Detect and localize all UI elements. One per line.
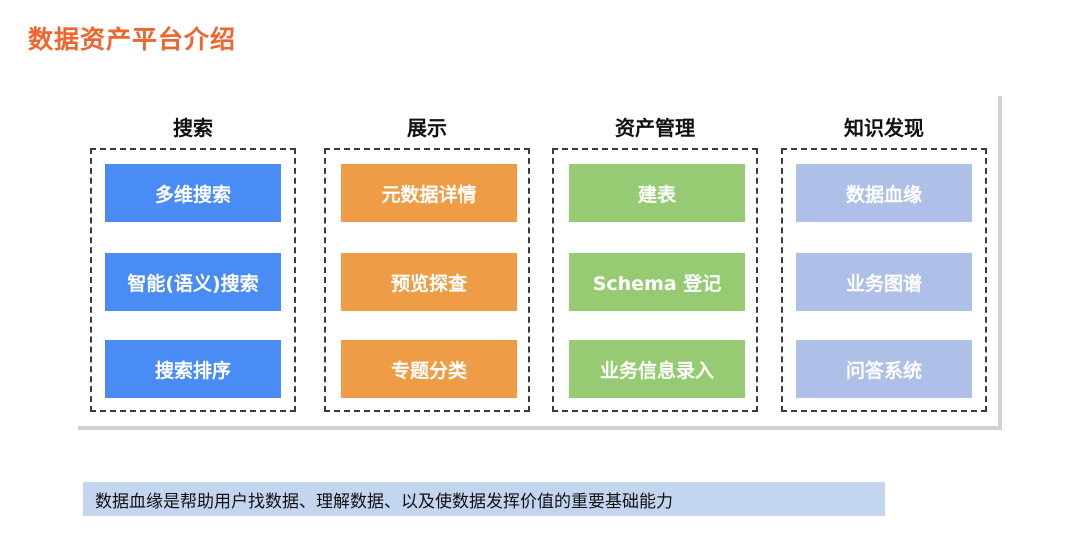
column-header-asset-management: 资产管理 bbox=[615, 116, 695, 140]
page-title: 数据资产平台介绍 bbox=[28, 25, 237, 54]
box-data-lineage: 数据血缘 bbox=[796, 164, 972, 222]
group-search: 多维搜索 智能(语义)搜索 搜索排序 bbox=[90, 148, 296, 412]
box-schema-register: Schema 登记 bbox=[569, 253, 745, 311]
box-metadata-detail: 元数据详情 bbox=[341, 164, 517, 222]
box-multi-search: 多维搜索 bbox=[105, 164, 281, 222]
box-business-info-entry: 业务信息录入 bbox=[569, 340, 745, 398]
box-topic-category: 专题分类 bbox=[341, 340, 517, 398]
box-preview-explore: 预览探查 bbox=[341, 253, 517, 311]
box-search-ranking: 搜索排序 bbox=[105, 340, 281, 398]
group-display: 元数据详情 预览探查 专题分类 bbox=[324, 148, 530, 412]
column-header-knowledge-discovery: 知识发现 bbox=[844, 116, 924, 140]
box-business-graph: 业务图谱 bbox=[796, 253, 972, 311]
group-asset-management: 建表 Schema 登记 业务信息录入 bbox=[552, 148, 758, 412]
column-header-search: 搜索 bbox=[173, 116, 213, 140]
summary-note: 数据血缘是帮助用户找数据、理解数据、以及使数据发挥价值的重要基础能力 bbox=[83, 482, 885, 516]
column-header-display: 展示 bbox=[407, 116, 447, 140]
box-create-table: 建表 bbox=[569, 164, 745, 222]
group-knowledge-discovery: 数据血缘 业务图谱 问答系统 bbox=[781, 148, 987, 412]
box-semantic-search: 智能(语义)搜索 bbox=[105, 253, 281, 311]
box-qa-system: 问答系统 bbox=[796, 340, 972, 398]
